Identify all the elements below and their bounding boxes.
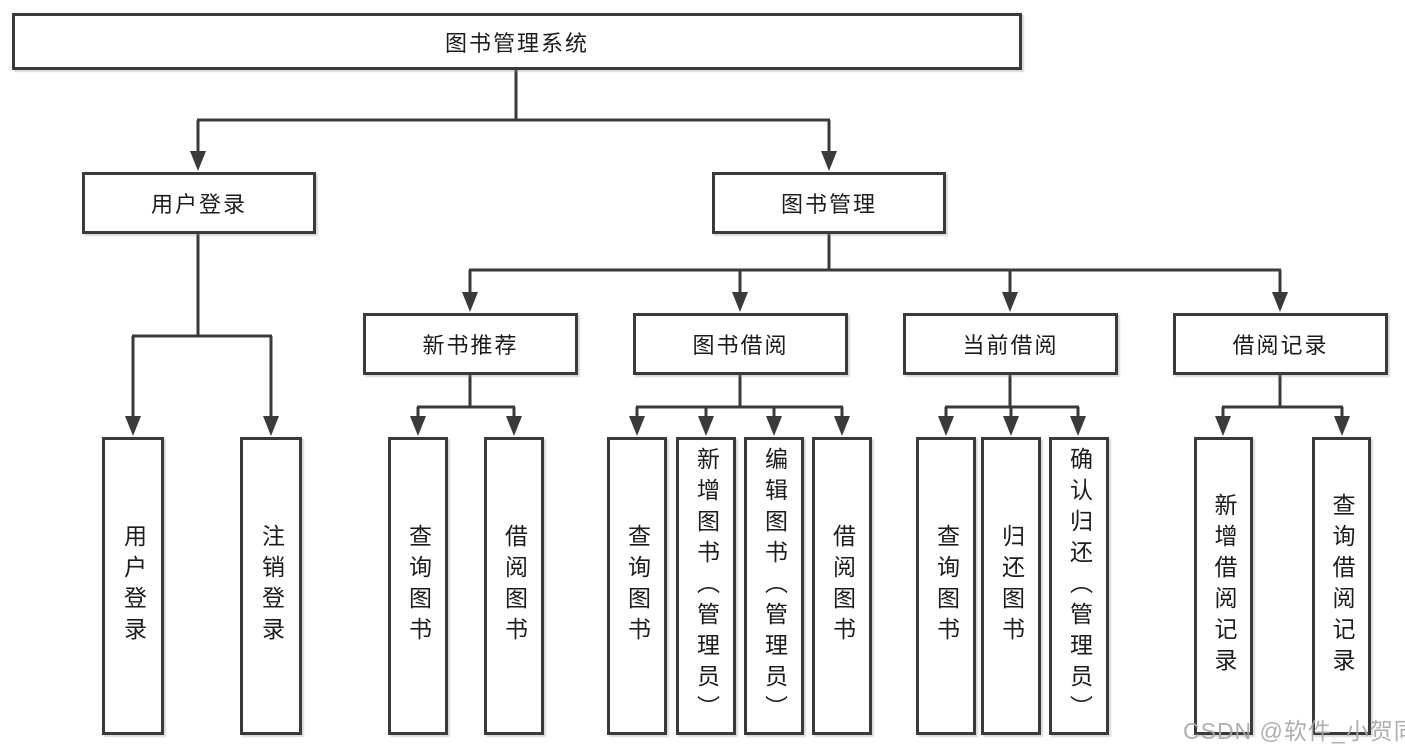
node-label: 用户登录 — [120, 524, 147, 648]
node-label: 查询图书 — [624, 524, 651, 648]
leaf-add-books-admin: 新增图书（管理员） — [676, 437, 736, 735]
node-label: 查询图书 — [405, 524, 432, 648]
leaf-borrow-books: 借阅图书 — [812, 437, 872, 735]
node-user-login: 用户登录 — [82, 172, 316, 234]
node-label: 归还图书 — [998, 524, 1025, 648]
node-label: 查询图书 — [933, 524, 960, 648]
leaf-query-borrow-record: 查询借阅记录 — [1312, 437, 1371, 735]
leaf-confirm-return-admin: 确认归还（管理员） — [1049, 437, 1109, 735]
node-book-management-system: 图书管理系统 — [12, 13, 1022, 70]
node-label: 查询借阅记录 — [1329, 493, 1355, 679]
leaf-borrow-books-recommend: 借阅图书 — [484, 437, 544, 735]
leaf-query-books-current: 查询图书 — [916, 437, 976, 735]
node-label: 图书借阅 — [692, 333, 789, 358]
node-label: 新增借阅记录 — [1211, 493, 1237, 679]
leaf-logout: 注销登录 — [240, 437, 302, 735]
node-label: 当前借阅 — [962, 333, 1059, 358]
node-label: 用户登录 — [150, 192, 247, 217]
node-book-management: 图书管理 — [712, 172, 946, 234]
csdn-watermark: CSDN @软件_小贺同学 — [1183, 718, 1405, 744]
node-label: 借阅记录 — [1232, 333, 1329, 358]
node-new-book-recommend: 新书推荐 — [363, 313, 578, 375]
node-label: 借阅图书 — [501, 524, 528, 648]
leaf-user-login: 用户登录 — [102, 437, 164, 735]
node-current-borrow: 当前借阅 — [903, 313, 1118, 375]
node-label: 图书管理系统 — [444, 30, 589, 56]
node-label: 注销登录 — [258, 524, 285, 648]
node-label: 确认归还（管理员） — [1066, 446, 1093, 726]
node-label: 编辑图书（管理员） — [761, 446, 788, 726]
leaf-query-books-borrow: 查询图书 — [607, 437, 667, 735]
node-label: 新增图书（管理员） — [693, 446, 720, 726]
node-label: 新书推荐 — [422, 333, 519, 358]
leaf-return-books: 归还图书 — [981, 437, 1041, 735]
leaf-query-books-recommend: 查询图书 — [388, 437, 448, 735]
leaf-add-borrow-record: 新增借阅记录 — [1194, 437, 1253, 735]
node-label: 借阅图书 — [829, 524, 856, 648]
node-borrow-records: 借阅记录 — [1173, 313, 1388, 375]
node-label: 图书管理 — [780, 192, 877, 217]
leaf-edit-books-admin: 编辑图书（管理员） — [744, 437, 804, 735]
node-book-borrow: 图书借阅 — [633, 313, 848, 375]
